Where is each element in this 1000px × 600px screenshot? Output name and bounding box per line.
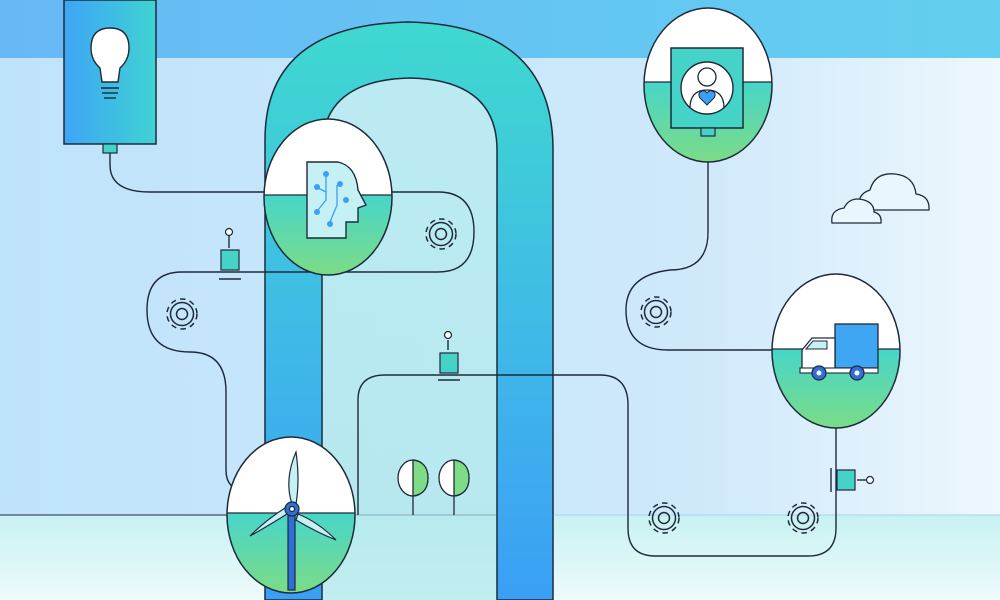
delivery-truck-icon (799, 323, 879, 381)
user-heart-icon (689, 67, 725, 109)
wind-turbine-icon (249, 449, 337, 591)
sensor-node (438, 330, 460, 381)
ai-head-icon (306, 161, 367, 239)
cloud-icon (831, 173, 930, 224)
ai-head-node (263, 118, 393, 276)
sensor-node (219, 227, 241, 280)
tree-icon (397, 459, 429, 515)
lightbulb-panel (63, 0, 157, 154)
connection-lines (109, 135, 866, 557)
sensor-node (830, 468, 875, 492)
tree-icon (438, 459, 470, 515)
lightbulb-icon (90, 27, 130, 99)
